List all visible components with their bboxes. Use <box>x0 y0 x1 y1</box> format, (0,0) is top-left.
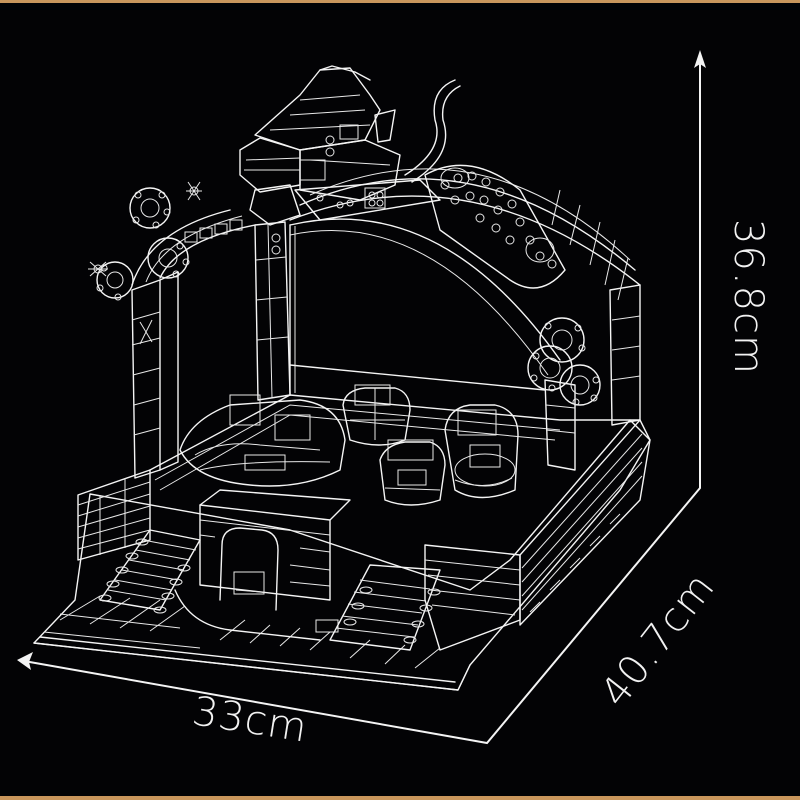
bumper-cars <box>179 384 519 506</box>
cat-figure <box>239 65 461 226</box>
snowflake-icon <box>88 181 202 277</box>
arch-canopy <box>131 164 641 376</box>
arrow-left-icon <box>17 652 33 670</box>
height-dimension-label: 36.8cm <box>725 218 771 376</box>
entrance-booth <box>174 489 351 641</box>
bottom-border <box>0 796 800 800</box>
left-gear-decorations <box>88 181 202 301</box>
top-border <box>0 0 800 3</box>
dimension-lines <box>17 50 706 745</box>
arrow-up-icon <box>694 50 706 68</box>
right-side-wall <box>519 419 651 626</box>
right-pillar <box>544 284 641 471</box>
left-pillar <box>131 271 179 479</box>
right-gear-decorations <box>527 317 601 406</box>
centre-pillar <box>254 221 291 401</box>
bridge-beam <box>294 179 441 221</box>
right-stairs <box>329 544 521 651</box>
base-plate <box>33 419 651 691</box>
left-stairs <box>77 469 201 614</box>
ride-back-wall <box>289 224 546 396</box>
